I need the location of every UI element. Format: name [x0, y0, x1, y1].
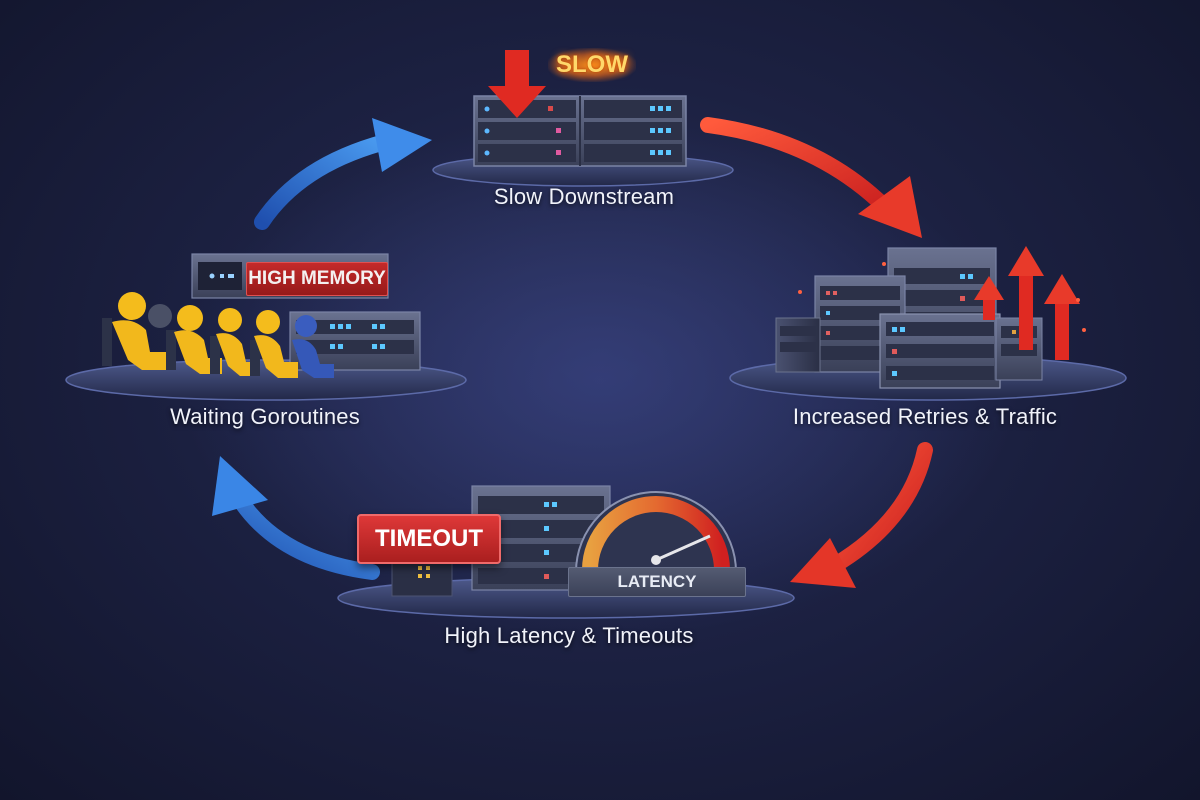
server-rack-icon	[473, 95, 687, 167]
gauge-icon	[574, 491, 738, 573]
chair-icon	[250, 340, 260, 376]
increased-retries-label: Increased Retries & Traffic	[792, 404, 1058, 429]
up-arrow-icon	[1044, 274, 1080, 360]
person-icon	[250, 310, 298, 378]
retries-node	[729, 246, 1127, 401]
timeout-badge: TIMEOUT	[357, 514, 501, 564]
up-arrow-icon	[1008, 246, 1044, 350]
red-arrow-down	[790, 442, 933, 588]
high-latency-label: High Latency & Timeouts	[444, 623, 694, 648]
high-memory-badge: HIGH MEMORY	[246, 262, 388, 296]
person-icon	[102, 292, 166, 370]
blue-arrow-left	[212, 456, 380, 580]
server-rack-icon	[879, 313, 1001, 389]
person-icon	[292, 315, 334, 378]
down-arrow-icon	[488, 50, 546, 118]
chair-icon	[210, 336, 220, 374]
slow-badge: SLOW	[548, 48, 636, 82]
goroutine-figures	[102, 292, 334, 378]
latency-badge: LATENCY	[568, 567, 746, 597]
center-glow	[180, 120, 1020, 640]
chair-icon	[102, 318, 112, 366]
waiting-goroutines-label: Waiting Goroutines	[170, 404, 360, 429]
person-icon	[210, 308, 260, 376]
up-arrow-icon	[974, 276, 1004, 320]
slow-downstream-label: Slow Downstream	[493, 184, 675, 209]
chair-icon	[166, 330, 176, 370]
slow-downstream-node	[432, 50, 734, 187]
red-arrow-right	[700, 117, 922, 238]
blue-arrow-up	[254, 118, 432, 230]
